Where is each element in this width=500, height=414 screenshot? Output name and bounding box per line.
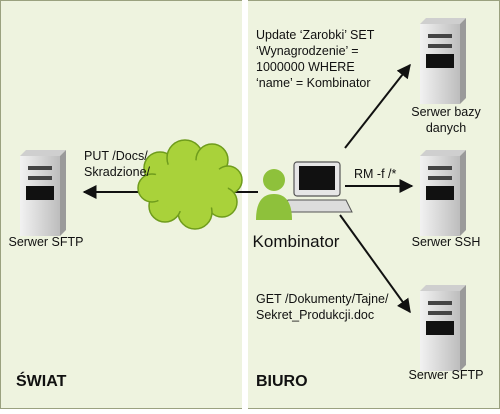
put-label-line-2: Skradzione/ [84, 165, 151, 179]
internet-cloud-icon [137, 139, 243, 230]
db-label-line-2: danych [426, 121, 466, 135]
sql-arrow [344, 63, 411, 149]
server-tower-icon-ssh [420, 150, 466, 236]
server-tower-icon-db [420, 18, 466, 104]
db-label-line-1: Serwer bazy [411, 105, 481, 119]
sql-label-line-2: ‘Wynagrodzenie’ = [256, 44, 359, 58]
zone-office-label: BIURO [256, 373, 308, 390]
sftp-office-label: Serwer SFTP [408, 368, 483, 382]
user-at-computer-icon [256, 161, 353, 220]
sftp-world-label: Serwer SFTP [8, 235, 83, 249]
zone-world-label: ŚWIAT [16, 371, 67, 390]
get-label-line-1: GET /Dokumenty/Tajne/ [256, 292, 389, 306]
get-arrow [339, 214, 411, 314]
server-tower-icon-sftp-world [20, 150, 66, 236]
sql-label-line-3: 1000000 WHERE [256, 60, 355, 74]
sql-label-line-4: ‘name’ = Kombinator [256, 76, 371, 90]
ssh-label: Serwer SSH [412, 235, 481, 249]
zone-divider [242, 0, 248, 409]
sql-label-line-1: Update ‘Zarobki’ SET [256, 28, 375, 42]
rm-label: RM -f /* [354, 167, 396, 181]
server-tower-icon-sftp-office [420, 285, 466, 371]
put-label-line-1: PUT /Docs/ [84, 149, 148, 163]
attacker-label: Kombinator [253, 232, 340, 251]
get-label-line-2: Sekret_Produkcji.doc [256, 308, 374, 322]
